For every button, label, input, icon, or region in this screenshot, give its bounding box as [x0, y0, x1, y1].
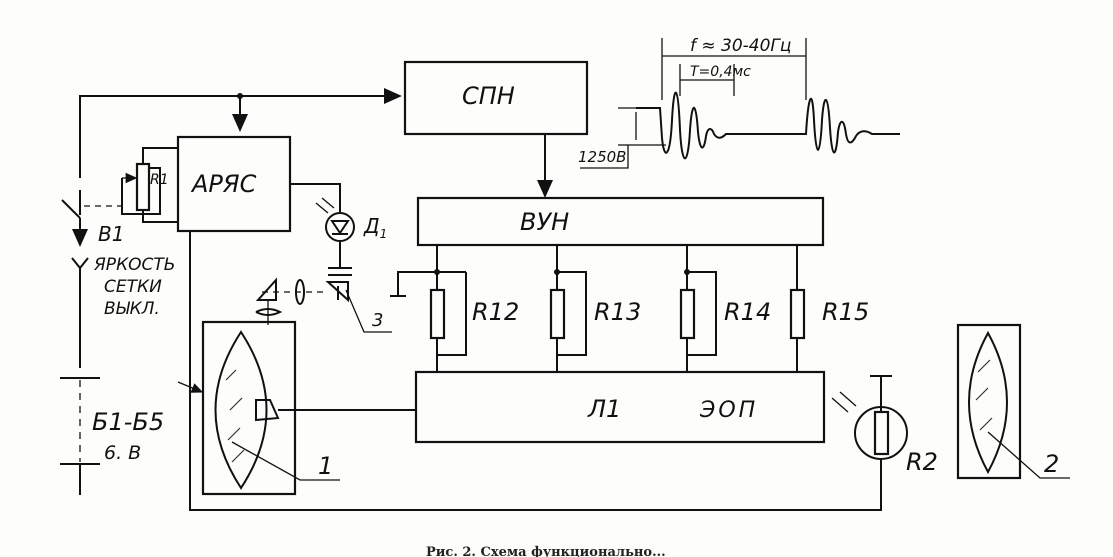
b1-label: В1 [98, 222, 125, 246]
eyepiece-1-frame [201, 320, 297, 496]
l1-label: Л1 [588, 395, 622, 423]
top-bus-wire [79, 88, 402, 178]
eyepiece-1-lens [214, 330, 268, 490]
aryas-label: АРЯС [192, 170, 257, 198]
aryas-to-d1-wire [290, 183, 341, 212]
frequency-dim [661, 38, 807, 100]
switch-b1 [61, 190, 81, 219]
r12-label: R12 [472, 298, 520, 326]
vun-block [416, 196, 825, 247]
r2-resistor [873, 410, 890, 456]
eyepiece-2-frame [956, 323, 1022, 480]
figure-caption: Рис. 2. Схема функционально... [426, 545, 666, 557]
r14-label: R14 [724, 298, 772, 326]
spn-label: СПН [462, 82, 515, 110]
r14-branch [679, 245, 717, 372]
r15-branch [789, 245, 806, 372]
switch-note-line-1: ЯРКОСТЬ [94, 255, 176, 275]
prism-right [325, 281, 349, 303]
label-3: 3 [372, 310, 384, 331]
battery-label: Б1-Б5 [92, 408, 165, 436]
ground-wire [390, 271, 466, 297]
r1-resistor [135, 162, 151, 212]
eop-block [414, 370, 826, 444]
amplitude-ticks [618, 107, 666, 146]
filter-lines [328, 267, 352, 276]
label-1-leader [231, 441, 340, 481]
eyepiece-1-hatch [225, 369, 245, 463]
r2-light-arrows [831, 391, 857, 413]
label-2: 2 [1044, 450, 1060, 478]
eyepiece-2-hatch [975, 359, 993, 431]
amplitude-label: 1250В [578, 148, 627, 166]
prism-left [255, 277, 277, 301]
waveform-signal [636, 91, 900, 160]
r2-body [854, 406, 908, 460]
label-1: 1 [318, 452, 334, 480]
eop-screen-to-eyepiece [255, 399, 415, 422]
r2-top-lead [870, 375, 892, 412]
r12-branch [429, 245, 467, 372]
d1-symbol [330, 220, 350, 235]
switch-note-line-3: ВЫКЛ. [104, 299, 160, 319]
battery-voltage: 6. В [104, 442, 142, 464]
frequency-label: f ≈ 30-40Гц [690, 36, 792, 56]
r13-branch [549, 245, 587, 372]
period-label: T=0,4мс [690, 64, 751, 80]
eyepiece-2-lens [968, 330, 1008, 475]
switch-fork [71, 257, 89, 270]
label-2-leader [987, 431, 1070, 479]
switch-note: ЯРКОСТЬ СЕТКИ ВЫКЛ. [94, 254, 175, 320]
r15-label: R15 [822, 298, 870, 326]
r1-label: R1 [150, 172, 169, 188]
small-lens [295, 279, 305, 305]
spn-block [403, 60, 589, 136]
amplitude-leader [580, 145, 629, 169]
lens-mini [255, 308, 283, 316]
bottom-return-wire [189, 231, 882, 511]
r13-label: R13 [594, 298, 642, 326]
switch-note-line-2: СЕТКИ [104, 277, 162, 297]
vun-label: ВУН [520, 208, 570, 236]
eop-label: ЭОП [700, 398, 759, 423]
battery-plate-bottom [60, 463, 100, 495]
d1-body [325, 212, 355, 242]
r2-label: R2 [906, 448, 938, 476]
period-dim [679, 64, 735, 96]
d1-light-arrows [315, 197, 335, 214]
r1-wiring [121, 147, 178, 223]
d1-label: Д1 [364, 214, 388, 241]
label-3-leader [345, 289, 392, 333]
